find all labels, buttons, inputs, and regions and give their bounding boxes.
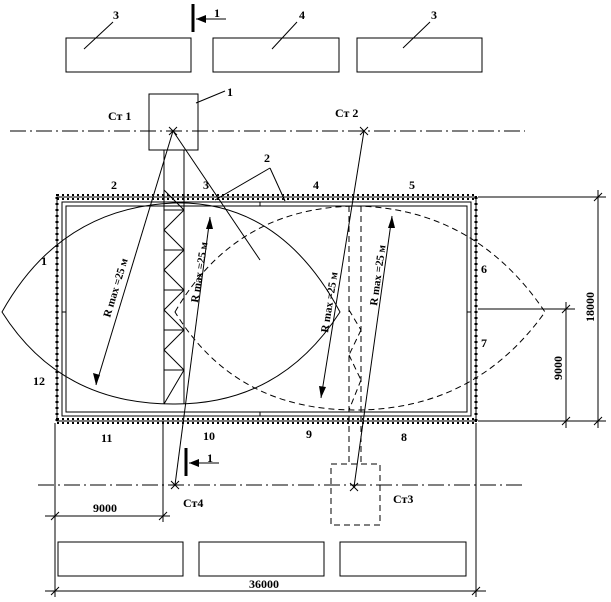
section-11: 11 [101, 431, 112, 445]
dimension-right-18000 [478, 190, 606, 428]
radius-label-crane-4: R max =25 м [189, 241, 210, 304]
radius-label-crane-2: R max =25 м [319, 271, 340, 334]
crane-2-coverage-zone [174, 205, 546, 411]
section-10: 10 [203, 429, 215, 443]
section-2: 2 [111, 178, 117, 192]
section-arrow-head-bottom [189, 459, 199, 467]
crane-1-label: Ст 1 [108, 109, 131, 123]
storage-area-top-right [356, 37, 483, 73]
storage-area-bottom-middle [198, 541, 325, 577]
leader-2-a [214, 167, 271, 201]
section-12: 12 [33, 374, 45, 388]
dim-text-36000: 36000 [249, 577, 279, 591]
section-9: 9 [306, 427, 312, 441]
section-label-top: 1 [214, 6, 220, 20]
crane-1-mast [163, 150, 185, 405]
radius-label-crane-3: R max =25 м [368, 244, 388, 307]
section-7: 7 [481, 336, 487, 350]
building-inner-wall [65, 205, 468, 413]
dim-text-9000-right: 9000 [551, 356, 565, 380]
callout-2: 2 [264, 151, 270, 165]
crane-1-coverage-zone [1, 202, 341, 405]
dimension-bottom-36000 [45, 423, 486, 597]
storage-area-bottom-right [339, 541, 467, 577]
section-arrow-head-top [196, 15, 206, 23]
crane-3-label: Ст3 [393, 492, 413, 506]
storage-area-top-left [65, 37, 192, 73]
callout-3-right: 3 [431, 8, 437, 22]
radius-label-crane-1: R max =25 м [101, 256, 130, 318]
storage-area-top-middle [212, 37, 340, 73]
section-4: 4 [313, 178, 319, 192]
callout-1: 1 [227, 85, 233, 99]
leader-1 [195, 90, 226, 104]
crane-1-base [148, 93, 199, 151]
crane-3-radius-line [353, 215, 395, 488]
crane-1-radius-line [93, 130, 174, 386]
section-8: 8 [401, 430, 407, 444]
crane-4-label: Ст4 [183, 496, 203, 510]
section-1: 1 [41, 254, 47, 268]
crane-1-radius-line-2 [172, 130, 261, 261]
crane-2-label: Ст 2 [335, 106, 358, 120]
dimension-right-9000 [478, 302, 575, 428]
dim-text-18000: 18000 [583, 292, 597, 322]
crane-2-radius-line [319, 130, 365, 399]
leader-4 [271, 21, 298, 50]
dim-text-9000-bottom: 9000 [93, 501, 117, 515]
section-5: 5 [409, 178, 415, 192]
crane-2-dashed-track [348, 206, 362, 464]
callout-3-left: 3 [113, 8, 119, 22]
building-outer-wall [61, 201, 472, 417]
section-label-bottom: 1 [207, 451, 213, 465]
section-3: 3 [203, 178, 209, 192]
leader-2-b [269, 167, 286, 202]
building-outer-outline [56, 196, 477, 422]
crane-4-radius-line [174, 216, 213, 486]
crane-3-base [330, 463, 381, 526]
section-6: 6 [481, 262, 487, 276]
callout-4: 4 [299, 8, 305, 22]
leader-3-right [402, 21, 431, 49]
leader-3-left [83, 21, 114, 50]
storage-area-bottom-left [57, 541, 184, 577]
